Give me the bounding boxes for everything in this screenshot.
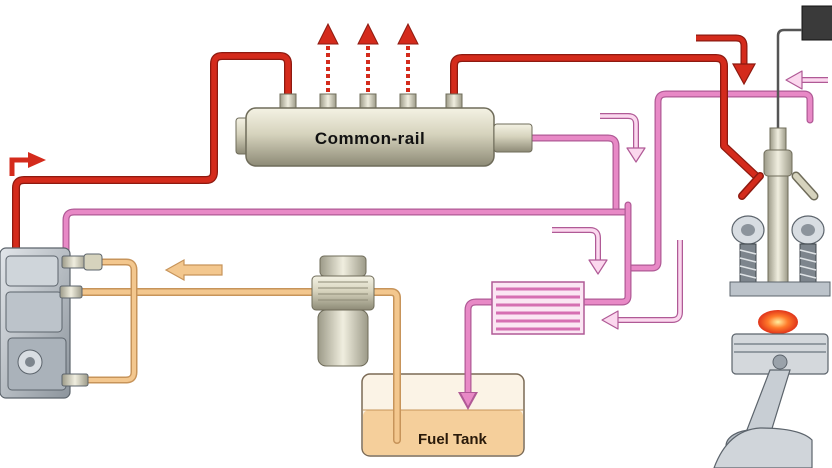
rail-output-arrows — [317, 22, 419, 92]
fuel-tank — [361, 373, 525, 457]
injector-feed-arrow — [696, 34, 757, 86]
common-rail: Common-rail — [235, 93, 533, 167]
common-rail-label: Common-rail — [315, 129, 425, 148]
pump-outlet-arrow — [9, 152, 46, 176]
return-lines — [62, 90, 814, 410]
high-pressure-pump — [0, 247, 103, 399]
fuel-tank-label: Fuel Tank — [418, 431, 488, 448]
low-pressure-lines — [74, 258, 401, 444]
low-pressure-flow-arrow — [164, 258, 223, 282]
high-pressure-lines — [12, 52, 760, 274]
fuel-filter — [311, 255, 375, 367]
fuel-cooler — [491, 281, 585, 335]
engine-cylinder — [713, 127, 831, 468]
return-flow-arrows — [552, 70, 828, 330]
ecu-box — [776, 5, 832, 130]
